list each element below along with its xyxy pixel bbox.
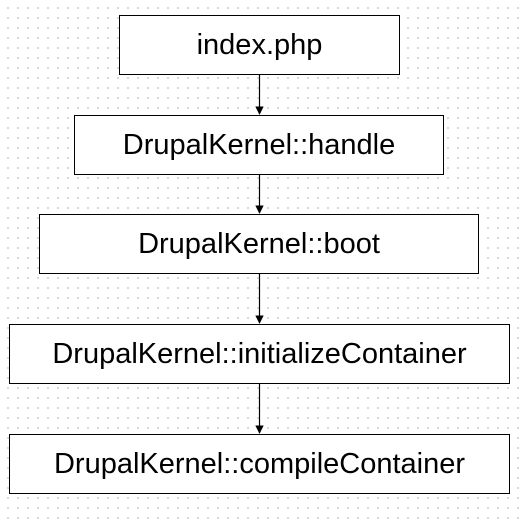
node-label: DrupalKernel::handle <box>122 128 396 161</box>
node-drupalkernel-compile-container: DrupalKernel::compileContainer <box>9 434 510 494</box>
node-drupalkernel-initialize-container: DrupalKernel::initializeContainer <box>9 324 510 384</box>
node-label: index.php <box>196 28 323 61</box>
node-index-php: index.php <box>119 15 400 75</box>
node-label: DrupalKernel::compileContainer <box>53 447 466 480</box>
node-drupalkernel-boot: DrupalKernel::boot <box>39 214 479 274</box>
node-drupalkernel-handle: DrupalKernel::handle <box>74 115 444 175</box>
node-label: DrupalKernel::boot <box>138 227 380 260</box>
node-label: DrupalKernel::initializeContainer <box>52 337 467 370</box>
